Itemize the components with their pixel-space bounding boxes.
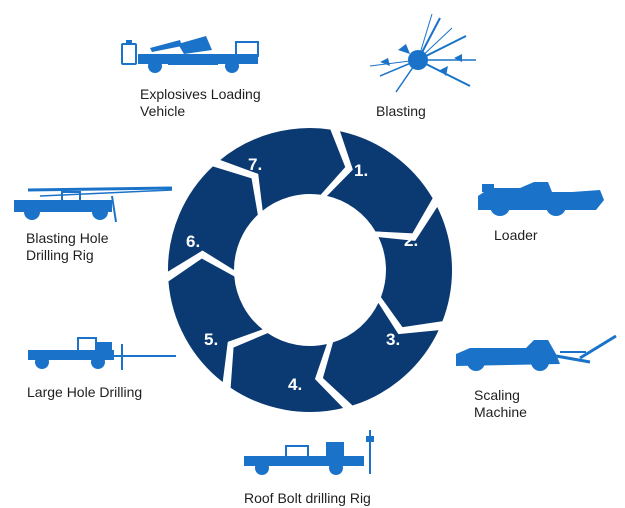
ring-segment-4	[228, 330, 348, 414]
label-line: Vehicle	[140, 103, 186, 119]
step-number-4: 4.	[288, 375, 302, 394]
cycle-ring	[165, 126, 454, 414]
ring-segment-7	[216, 126, 348, 215]
ring-segment-2	[375, 202, 454, 330]
ring-segment-3	[320, 298, 442, 408]
label-line: Drilling Rig	[26, 247, 94, 263]
blasting-hole-rig-icon	[14, 186, 173, 223]
label-line: Explosives Loading	[140, 86, 261, 102]
loader-vehicle-icon	[478, 182, 604, 216]
label-line: Blasting Hole	[26, 230, 109, 246]
label-blasting-hole-drilling-rig: Blasting Hole Drilling Rig	[26, 230, 109, 264]
roof-bolt-rig-icon	[244, 430, 374, 475]
label-large-hole-drilling: Large Hole Drilling	[27, 384, 143, 400]
step-number-6: 6.	[186, 232, 200, 251]
step-number-1: 1.	[354, 161, 368, 180]
label-line: Machine	[474, 404, 527, 420]
label-loader: Loader	[494, 227, 538, 243]
label-line: Scaling	[474, 387, 520, 403]
step-numbers: 1. 2. 3. 4. 5. 6. 7.	[186, 155, 418, 394]
ring-segment-6	[165, 164, 260, 276]
scaling-machine-icon	[456, 334, 617, 371]
label-blasting: Blasting	[376, 103, 426, 119]
blast-burst-icon	[369, 13, 476, 93]
explosives-loading-vehicle-icon	[121, 36, 259, 73]
ring-segment-5	[166, 256, 267, 386]
ring-segment-1	[322, 128, 435, 236]
step-number-5: 5.	[204, 330, 218, 349]
label-explosives-loading-vehicle: Explosives Loading Vehicle	[140, 86, 261, 120]
large-hole-drill-icon	[28, 337, 176, 370]
step-number-7: 7.	[248, 155, 262, 174]
step-number-3: 3.	[386, 330, 400, 349]
label-scaling-machine: Scaling Machine	[474, 387, 527, 421]
step-number-2: 2.	[404, 231, 418, 250]
label-roof-bolt-drilling-rig: Roof Bolt drilling Rig	[244, 490, 371, 506]
